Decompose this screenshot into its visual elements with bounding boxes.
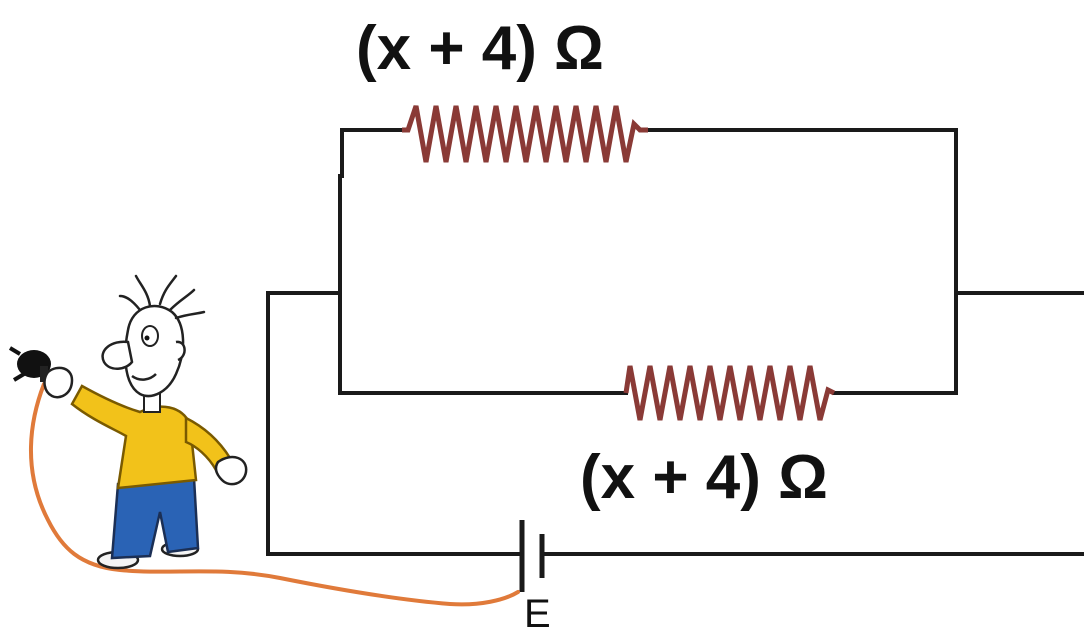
cartoon-person <box>8 274 520 607</box>
resistor-bottom <box>623 365 836 421</box>
resistor-top <box>402 105 648 163</box>
mouth <box>131 373 157 381</box>
eye <box>141 325 159 347</box>
wire-top-right <box>646 128 958 395</box>
nose <box>101 340 134 370</box>
wire-outer-left <box>266 291 520 556</box>
wire-top-left <box>340 128 404 178</box>
battery-label: E <box>524 592 551 636</box>
battery-symbol <box>519 520 545 592</box>
hair <box>118 274 206 320</box>
head <box>124 304 185 398</box>
circuit-wires <box>266 128 1084 556</box>
pants <box>110 476 200 560</box>
power-cord <box>28 382 520 607</box>
hand-left <box>43 366 74 399</box>
hand-right <box>214 455 248 486</box>
shirt <box>70 384 198 490</box>
plug-icon <box>8 346 51 382</box>
resistor-bottom-label: (x + 4) Ω <box>580 443 828 512</box>
ear <box>175 340 186 362</box>
resistor-top-label: (x + 4) Ω <box>356 14 604 83</box>
